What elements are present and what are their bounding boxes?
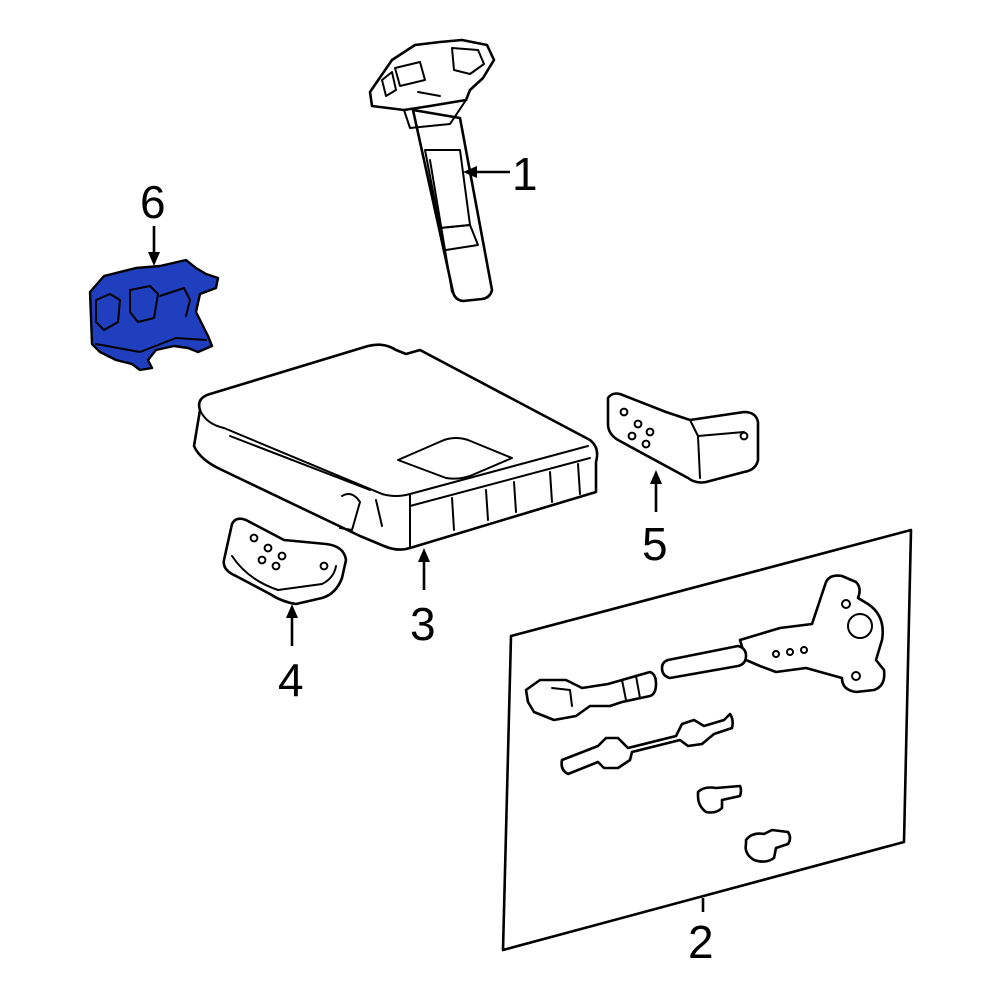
callout-leaders xyxy=(148,166,705,912)
part-3-ecu-module[interactable] xyxy=(192,343,599,551)
threaded-rod xyxy=(560,712,734,776)
callout-3: 3 xyxy=(410,598,436,650)
callout-4: 4 xyxy=(278,654,304,706)
part-4-bracket[interactable] xyxy=(222,517,348,606)
part-5-bracket[interactable] xyxy=(606,392,760,484)
part-1-ignition-coil[interactable] xyxy=(368,38,496,303)
sensor-assembly xyxy=(660,574,886,694)
part-2-sensor-kit[interactable] xyxy=(501,528,913,952)
callout-6: 6 xyxy=(140,176,166,228)
bolt-2 xyxy=(744,828,792,863)
callout-1: 1 xyxy=(512,148,538,200)
part-6-cover[interactable] xyxy=(88,258,220,372)
callout-5: 5 xyxy=(642,518,668,570)
callout-2: 2 xyxy=(688,916,714,968)
connector-plug xyxy=(524,670,658,722)
bolt-1 xyxy=(696,784,743,814)
